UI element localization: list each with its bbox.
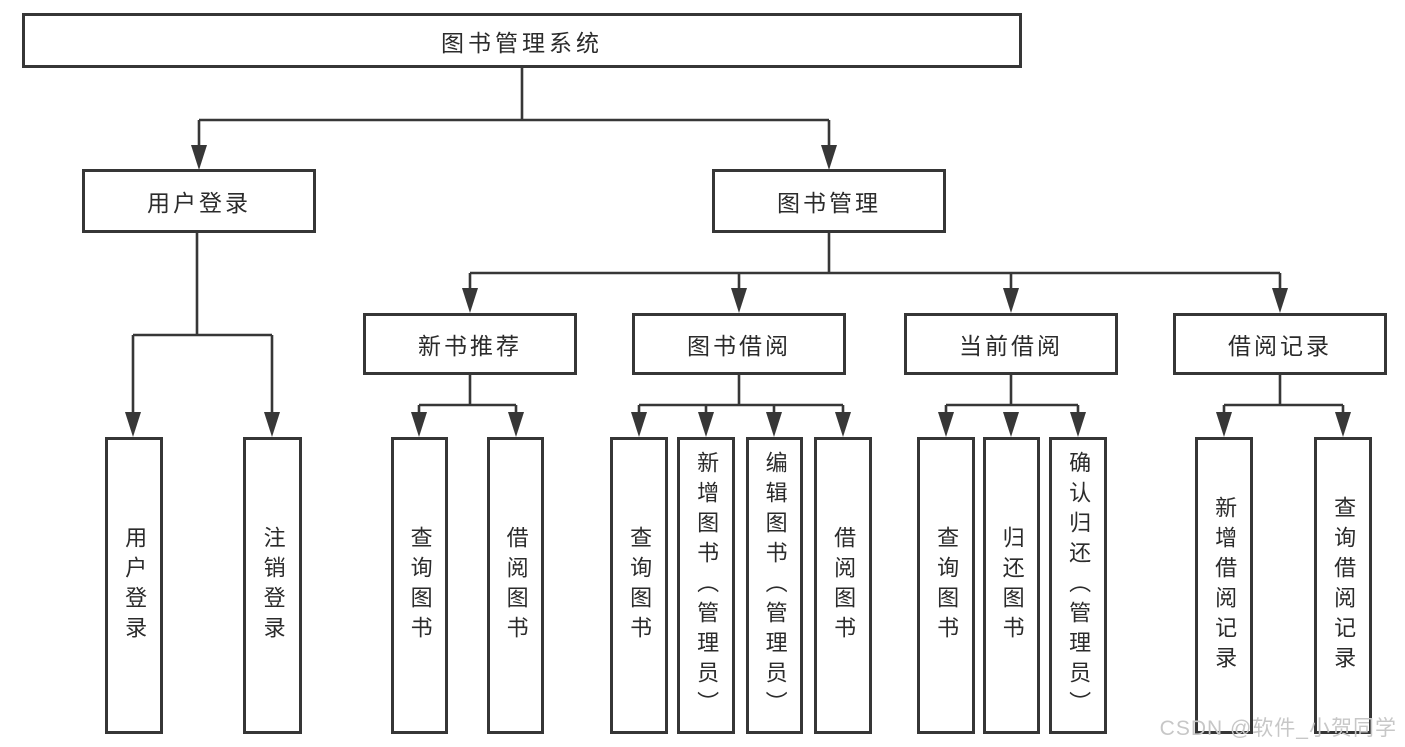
- node-borrow-records: 借阅记录: [1173, 313, 1387, 375]
- connector-borrow-records-children: [1216, 375, 1351, 437]
- node-query-books-recommend: 查询图书: [391, 437, 448, 734]
- node-edit-books-admin: 编辑图书（管理员）: [746, 437, 803, 734]
- node-query-books-current: 查询图书: [917, 437, 975, 734]
- node-label: 新增借阅记录: [1212, 495, 1238, 676]
- node-label: 查询图书: [627, 525, 653, 646]
- node-label: 编辑图书（管理员）: [762, 450, 788, 721]
- node-label: 查询图书: [934, 525, 960, 646]
- node-user-login: 用户登录: [82, 169, 316, 233]
- connector-user-login-children: [125, 233, 280, 437]
- node-label: 新增图书（管理员）: [694, 450, 720, 721]
- connector-current-borrow-children: [938, 375, 1086, 437]
- connector-new-book-recommend-children: [411, 375, 524, 437]
- node-user-login-leaf: 用户登录: [105, 437, 163, 734]
- node-query-books-borrow: 查询图书: [610, 437, 668, 734]
- node-label: 注销登录: [260, 525, 286, 646]
- node-new-book-recommend: 新书推荐: [363, 313, 577, 375]
- node-label: 新书推荐: [418, 333, 522, 359]
- node-current-borrow: 当前借阅: [904, 313, 1118, 375]
- node-label: 归还图书: [999, 525, 1025, 646]
- node-label: 用户登录: [147, 190, 251, 216]
- node-label: 当前借阅: [959, 333, 1063, 359]
- node-label: 确认归还（管理员）: [1066, 450, 1092, 721]
- node-book-borrow: 图书借阅: [632, 313, 846, 375]
- node-borrow-books-recommend: 借阅图书: [487, 437, 544, 734]
- node-label: 查询图书: [407, 525, 433, 646]
- node-label: 借阅图书: [503, 525, 529, 646]
- node-label: 借阅记录: [1228, 333, 1332, 359]
- node-logout: 注销登录: [243, 437, 302, 734]
- node-label: 用户登录: [122, 525, 148, 646]
- node-label: 图书管理: [777, 190, 881, 216]
- node-book-management: 图书管理: [712, 169, 946, 233]
- node-label: 图书借阅: [687, 333, 791, 359]
- node-add-books-admin: 新增图书（管理员）: [677, 437, 735, 734]
- node-confirm-return-admin: 确认归还（管理员）: [1049, 437, 1107, 734]
- node-label: 图书管理系统: [441, 29, 603, 56]
- node-borrow-books-leaf: 借阅图书: [814, 437, 872, 734]
- node-library-management-system: 图书管理系统: [22, 13, 1022, 68]
- connector-root-to-level2: [191, 68, 837, 170]
- node-add-borrow-record: 新增借阅记录: [1195, 437, 1253, 734]
- node-label: 查询借阅记录: [1331, 495, 1357, 676]
- node-query-borrow-record: 查询借阅记录: [1314, 437, 1372, 734]
- csdn-watermark: CSDN @软件_小贺同学: [1159, 717, 1397, 740]
- connector-book-management-level3: [462, 233, 1288, 313]
- node-return-books: 归还图书: [983, 437, 1040, 734]
- connector-book-borrow-children: [631, 375, 851, 437]
- node-label: 借阅图书: [831, 525, 857, 646]
